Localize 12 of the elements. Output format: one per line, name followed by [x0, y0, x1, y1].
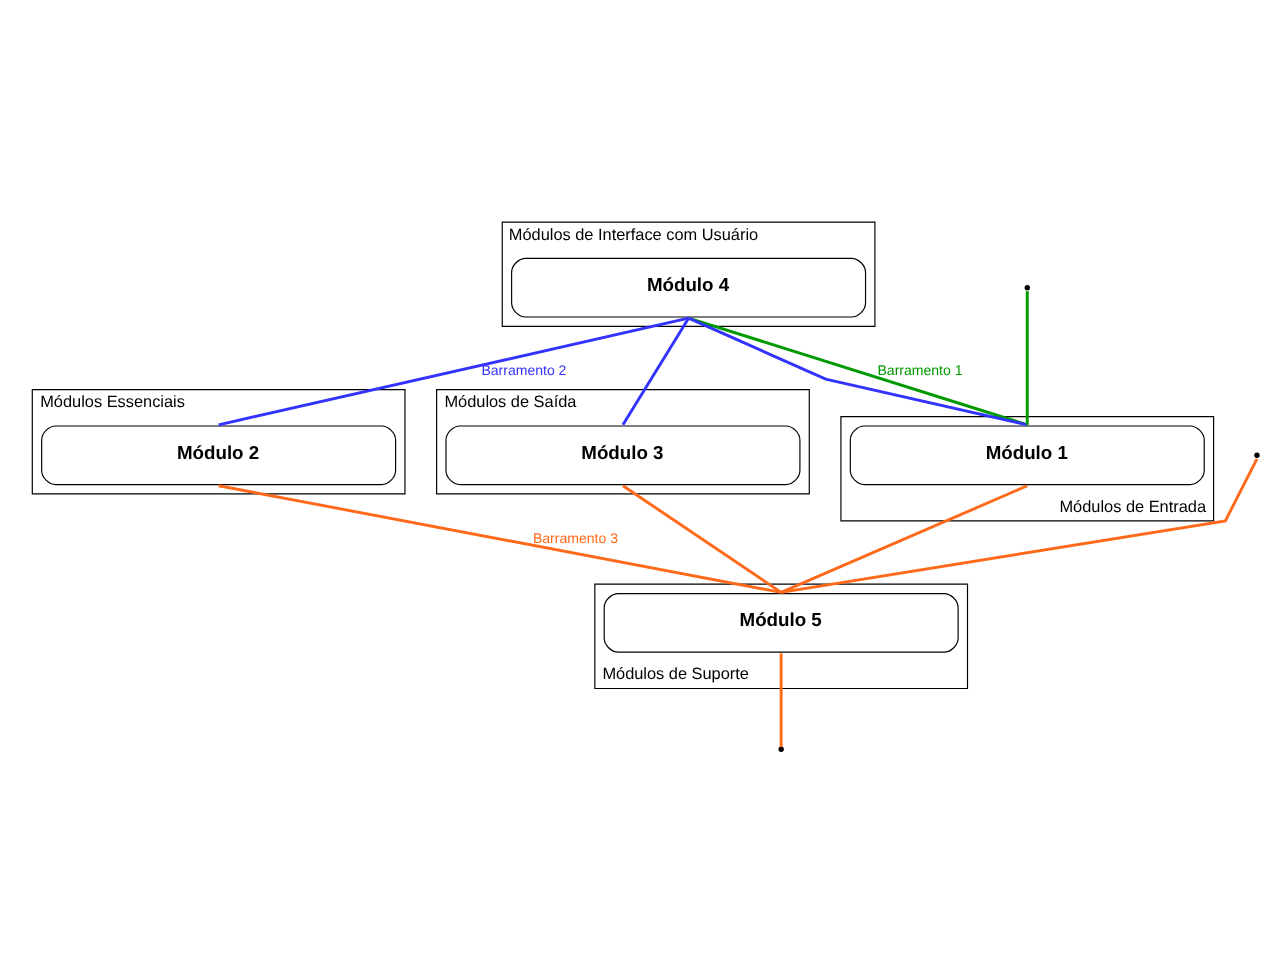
- connector: [621, 316, 690, 425]
- node-box: Módulo 2: [41, 424, 397, 485]
- connector: [688, 315, 1028, 426]
- node-box: Módulo 1: [849, 424, 1205, 485]
- connector: [622, 483, 782, 593]
- node-box: Módulo 3: [445, 424, 801, 485]
- connector: [218, 483, 782, 593]
- connector: [780, 457, 1259, 593]
- node-box: Módulo 5: [603, 592, 959, 652]
- connector: [1025, 290, 1029, 424]
- connector: [779, 652, 783, 747]
- node-box: Módulo 4: [511, 256, 867, 317]
